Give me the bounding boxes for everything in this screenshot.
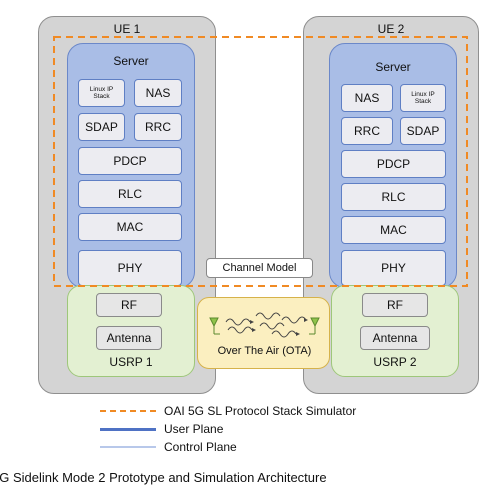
ue2-pdcp: PDCP bbox=[341, 150, 446, 178]
ota-arrow-heads bbox=[250, 318, 308, 336]
legend-control-plane-line bbox=[100, 446, 156, 448]
legend-simulator-line bbox=[100, 410, 156, 412]
ota-right-antenna-icon bbox=[309, 317, 320, 335]
ue1-rlc: RLC bbox=[78, 180, 182, 208]
legend-simulator-label: OAI 5G SL Protocol Stack Simulator bbox=[164, 404, 357, 418]
ue2-rlc: RLC bbox=[341, 183, 446, 211]
ue1-mac: MAC bbox=[78, 213, 182, 241]
ue1-pdcp: PDCP bbox=[78, 147, 182, 175]
ue2-server-title: Server bbox=[375, 60, 411, 74]
usrp1-antenna: Antenna bbox=[96, 326, 162, 350]
ue2-sdap: SDAP bbox=[400, 117, 446, 145]
usrp2-title: USRP 2 bbox=[373, 355, 417, 369]
ue2-rrc: RRC bbox=[341, 117, 393, 145]
ue2-linux-ip-stack: Linux IP Stack bbox=[400, 84, 446, 112]
ota-signal-waves bbox=[225, 312, 307, 338]
ue1-linux-ip-stack: Linux IP Stack bbox=[78, 79, 125, 107]
legend-user-plane-label: User Plane bbox=[164, 422, 224, 436]
ue1-sdap: SDAP bbox=[78, 113, 125, 141]
ota-box: Over The Air (OTA) bbox=[197, 297, 330, 369]
ue2-nas: NAS bbox=[341, 84, 393, 112]
channel-model-box: Channel Model bbox=[206, 258, 313, 278]
legend-user-plane: User Plane bbox=[100, 422, 223, 436]
ue1-title: UE 1 bbox=[113, 22, 141, 36]
legend-control-plane-label: Control Plane bbox=[164, 440, 237, 454]
usrp2-rf: RF bbox=[362, 293, 428, 317]
usrp2-antenna: Antenna bbox=[360, 326, 430, 350]
ota-waves-graphic bbox=[209, 312, 320, 338]
ue1-nas: NAS bbox=[134, 79, 182, 107]
figure-caption: 5G Sidelink Mode 2 Prototype and Simulat… bbox=[0, 470, 327, 485]
ue2-mac: MAC bbox=[341, 216, 446, 244]
legend-simulator: OAI 5G SL Protocol Stack Simulator bbox=[100, 404, 356, 418]
usrp1-title: USRP 1 bbox=[109, 355, 153, 369]
ue1-phy: PHY bbox=[78, 250, 182, 286]
ue1-rrc: RRC bbox=[134, 113, 182, 141]
ue2-phy: PHY bbox=[341, 250, 446, 286]
legend-user-plane-line bbox=[100, 427, 156, 431]
ota-left-antenna-icon bbox=[209, 317, 220, 335]
legend-control-plane: Control Plane bbox=[100, 440, 237, 454]
usrp1-rf: RF bbox=[96, 293, 162, 317]
ue1-server-title: Server bbox=[113, 54, 149, 68]
ota-label: Over The Air (OTA) bbox=[217, 345, 312, 357]
ue2-title: UE 2 bbox=[377, 22, 405, 36]
